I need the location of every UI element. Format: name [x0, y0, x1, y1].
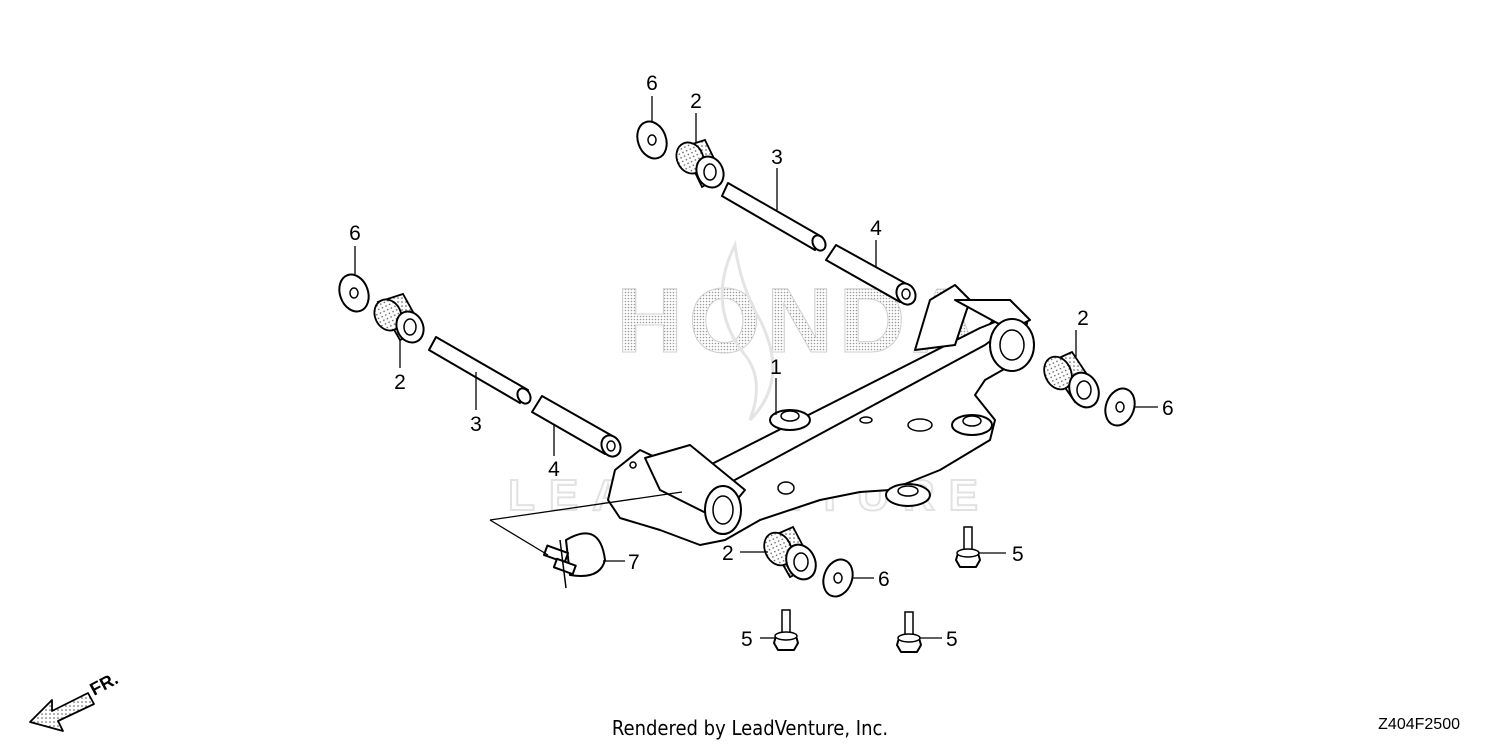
bushing-2-left	[373, 292, 425, 344]
callout-1: 1	[770, 356, 782, 379]
callout-6-right: 6	[1162, 397, 1174, 420]
shaft-3-top	[721, 182, 827, 252]
bushing-2-right	[1043, 350, 1100, 409]
watermark-flame-icon	[720, 239, 775, 422]
footer-credit: Rendered by LeadVenture, Inc.	[611, 716, 889, 740]
bolt-5-bottom-right	[896, 611, 922, 653]
callout-6-top: 6	[646, 72, 658, 95]
bushing-2-bottom	[763, 525, 817, 581]
callout-4-top: 4	[870, 217, 882, 240]
sleeve-4-top	[825, 244, 917, 306]
front-arrow-label: FR.	[86, 668, 121, 699]
watermark-brand: HONDA	[616, 270, 983, 372]
callout-2-top: 2	[690, 90, 702, 113]
callout-2-bottom: 2	[722, 542, 734, 565]
callout-2-left: 2	[394, 371, 406, 394]
washer-6-top	[636, 120, 668, 160]
leader-lines	[354, 96, 1158, 639]
callout-5-bottom-right: 5	[946, 628, 958, 651]
washer-6-right	[1104, 387, 1136, 427]
callout-6-bottom: 6	[878, 568, 890, 591]
callout-6-left: 6	[349, 222, 361, 245]
frame-bracket	[607, 284, 1035, 546]
washer-6-left	[338, 273, 370, 313]
shaft-3-left	[428, 336, 532, 405]
callout-5-bottom-left: 5	[741, 628, 753, 651]
callout-4-left: 4	[548, 458, 560, 481]
bushing-2-top	[675, 138, 725, 189]
washer-6-bottom	[822, 558, 854, 598]
callout-3-left: 3	[470, 413, 482, 436]
callouts: 6 2 3 4 6 2 3 4 1 2 6 2 6 5 5 5 7	[349, 72, 1174, 651]
bolt-5-right	[955, 526, 981, 568]
callout-7: 7	[628, 551, 640, 574]
bolt-5-bottom-left	[773, 609, 799, 651]
callout-5-right: 5	[1012, 543, 1024, 566]
callout-2-right: 2	[1077, 307, 1089, 330]
diagram-ref-code: Z404F2500	[1378, 716, 1460, 733]
sleeve-4-left	[531, 395, 622, 458]
clip-7	[542, 532, 606, 589]
callout-3-top: 3	[771, 146, 783, 169]
